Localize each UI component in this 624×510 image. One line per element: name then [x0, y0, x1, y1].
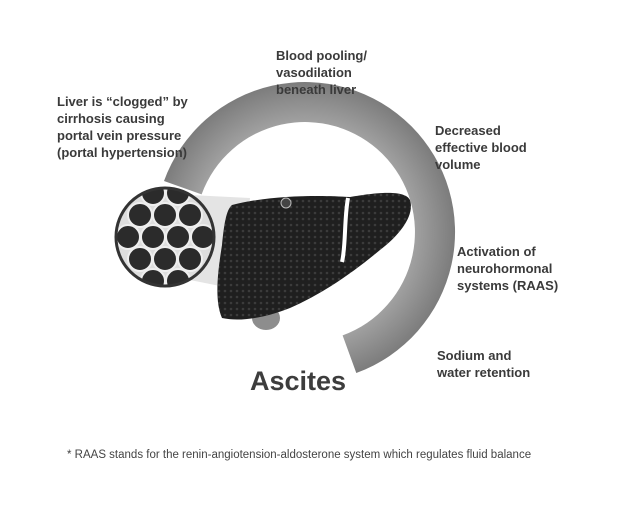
- footnote: * RAAS stands for the renin-angiotension…: [67, 449, 532, 461]
- magnifier-border: [114, 186, 216, 288]
- label-sodium: Sodium and water retention: [437, 348, 531, 380]
- liver: [217, 192, 411, 320]
- label-blood-pooling: Blood pooling/ vasodilation beneath live…: [276, 48, 367, 97]
- liver-ligament: [340, 197, 350, 263]
- magnifier-honeycomb: [117, 189, 213, 285]
- label-activation: Activation of neurohormonal systems (RAA…: [457, 244, 559, 293]
- vessel-node: [280, 197, 292, 209]
- label-liver-clogged: Liver is “clogged” by cirrhosis causing …: [57, 94, 188, 160]
- diagram-title: Ascites: [250, 366, 347, 396]
- label-decreased-volume: Decreased effective blood volume: [435, 123, 527, 172]
